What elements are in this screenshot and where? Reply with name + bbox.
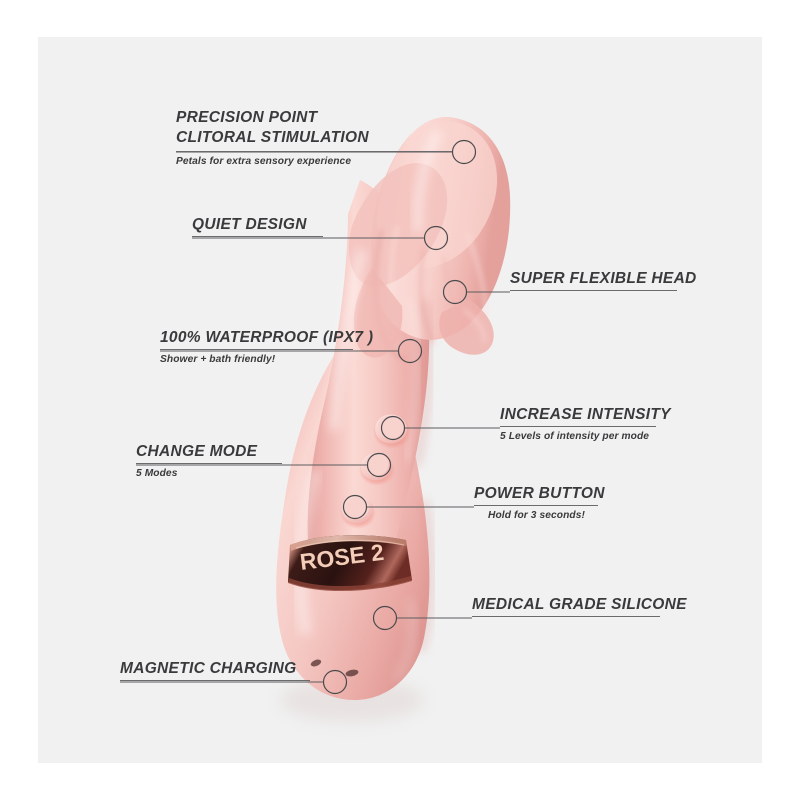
callout-magnetic-charging: MAGNETIC CHARGING xyxy=(120,660,360,682)
callout-heading-line1: POWER BUTTON xyxy=(474,485,605,502)
callout-subtext: Hold for 3 seconds! xyxy=(488,510,585,522)
callout-waterproof: 100% WATERPROOF (IPX7 ) Shower + bath fr… xyxy=(160,329,440,365)
callout-rule xyxy=(510,290,677,292)
callout-heading-line1: 100% WATERPROOF (IPX7 ) xyxy=(160,329,374,346)
callout-rule xyxy=(160,349,353,351)
callout-subtext: 5 Modes xyxy=(136,468,178,480)
callout-heading-line1: SUPER FLEXIBLE HEAD xyxy=(510,270,697,287)
head-petal-folds xyxy=(349,225,494,360)
callout-heading-line2: CLITORAL STIMULATION xyxy=(176,129,369,147)
callout-rule xyxy=(472,616,660,618)
product-highlights xyxy=(294,129,443,683)
callout-quiet-design: QUIET DESIGN xyxy=(192,216,392,238)
callout-subtext: 5 Levels of intensity per mode xyxy=(500,431,650,443)
callout-power-button: POWER BUTTON Hold for 3 seconds! xyxy=(474,485,674,521)
callout-heading-line1: MAGNETIC CHARGING xyxy=(120,660,297,677)
callout-super-flexible-head: SUPER FLEXIBLE HEAD xyxy=(510,270,710,292)
callout-heading-line1: INCREASE INTENSITY xyxy=(500,406,671,423)
callout-heading-line1: CHANGE MODE xyxy=(136,443,258,460)
callout-heading-line1: MEDICAL GRADE SILICONE xyxy=(472,596,687,613)
callout-heading-line1: QUIET DESIGN xyxy=(192,216,307,233)
callout-rule xyxy=(500,426,656,428)
callout-change-mode: CHANGE MODE 5 Modes xyxy=(136,443,376,479)
callout-precision-point: PRECISION POINT CLITORAL STIMULATION Pet… xyxy=(176,108,476,167)
callout-subtext: Petals for extra sensory experience xyxy=(176,155,352,167)
callout-subtext: Shower + bath friendly! xyxy=(160,354,276,366)
callout-rule xyxy=(120,680,310,682)
magnetic-charging-pins xyxy=(310,659,359,677)
brand-ring: ROSE 2 xyxy=(288,535,412,592)
callout-medical-grade-silicone: MEDICAL GRADE SILICONE xyxy=(472,596,692,618)
callout-heading-line1: PRECISION POINT xyxy=(176,109,318,126)
callout-rule xyxy=(176,150,452,152)
callout-rule xyxy=(192,236,323,238)
callout-rule xyxy=(136,463,282,465)
callout-increase-intensity: INCREASE INTENSITY 5 Levels of intensity… xyxy=(500,406,720,442)
callout-rule xyxy=(474,505,598,507)
